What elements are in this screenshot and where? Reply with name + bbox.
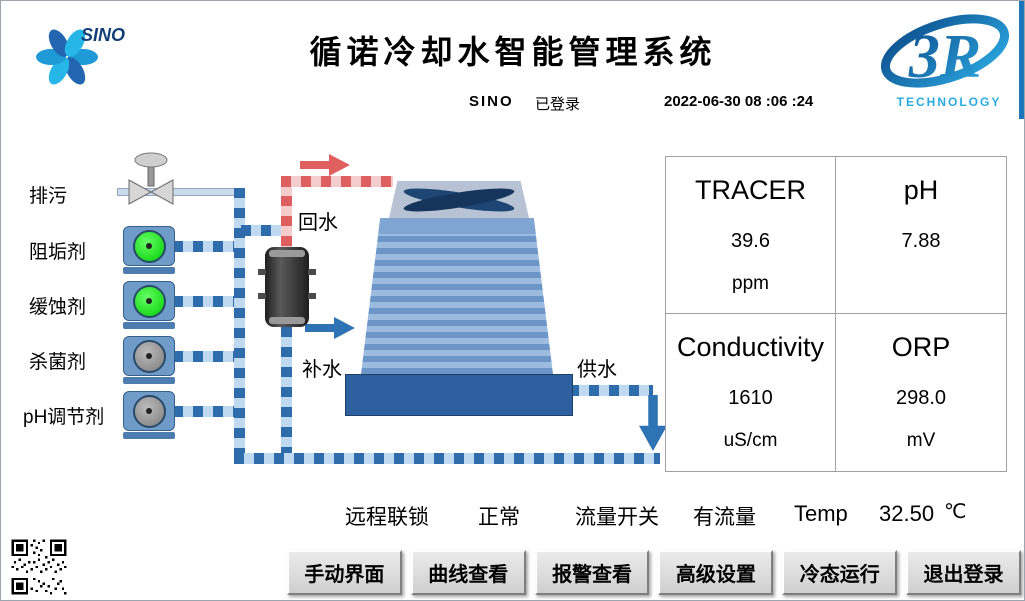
return-pipe-horizontal bbox=[281, 176, 393, 187]
dosing-main-pipe bbox=[234, 188, 245, 464]
makeup-flow-arrow-icon bbox=[305, 317, 355, 339]
flow-switch-label: 流量开关 bbox=[575, 506, 659, 529]
pump-state-lamp bbox=[132, 284, 166, 318]
param-value: 7.88 bbox=[901, 230, 941, 252]
pump-state-lamp bbox=[132, 394, 166, 428]
pump-state-lamp bbox=[132, 339, 166, 373]
cell-ph: pH 7.88 bbox=[836, 157, 1006, 314]
advanced-settings-button[interactable]: 高级设置 bbox=[658, 550, 774, 595]
logged-user: SINO bbox=[469, 93, 514, 110]
blowdown-valve[interactable] bbox=[122, 150, 180, 206]
param-name: ORP bbox=[891, 332, 951, 362]
cold-run-button[interactable]: 冷态运行 bbox=[782, 550, 898, 595]
datetime: 2022-06-30 08 :06 :24 bbox=[664, 93, 814, 110]
pump-flange bbox=[123, 322, 175, 329]
scale-inhibitor-label: 阻垢剂 bbox=[29, 242, 87, 263]
param-value: 39.6 bbox=[731, 230, 770, 252]
pump-flange bbox=[123, 377, 175, 384]
interlock-label: 远程联锁 bbox=[345, 506, 429, 529]
3r-logo-swoosh bbox=[880, 14, 1010, 88]
pump-biocide[interactable] bbox=[123, 336, 175, 384]
dosing-tee-pipe bbox=[241, 225, 286, 236]
cooling-tower-body bbox=[361, 218, 553, 374]
pump2-stub-pipe bbox=[173, 296, 234, 307]
temp-value: 32.50 bbox=[879, 501, 935, 526]
param-unit: uS/cm bbox=[723, 430, 778, 451]
data-panel: TRACER 39.6 ppm pH 7.88 Conductivity 161… bbox=[665, 156, 1007, 472]
makeup-water-label: 补水 bbox=[302, 359, 342, 381]
pump-state-lamp bbox=[132, 229, 166, 263]
sino-logo-text: SINO bbox=[81, 25, 125, 45]
header-stripe bbox=[1019, 1, 1024, 119]
pump-flange bbox=[123, 432, 175, 439]
login-status: 已登录 bbox=[535, 96, 581, 113]
curve-view-button[interactable]: 曲线查看 bbox=[410, 550, 526, 595]
filter-flange bbox=[258, 269, 266, 275]
filter-flange bbox=[308, 293, 316, 299]
pump3-stub-pipe bbox=[173, 351, 234, 362]
alarm-view-button[interactable]: 报警查看 bbox=[534, 550, 650, 595]
3r-logo-subtext: TECHNOLOGY bbox=[897, 95, 1002, 109]
flow-switch-value: 有流量 bbox=[693, 506, 756, 529]
temp-label: Temp bbox=[794, 501, 848, 526]
param-value: 298.0 bbox=[895, 387, 947, 409]
param-unit: mV bbox=[906, 430, 936, 451]
corrosion-inhibitor-label: 缓蚀剂 bbox=[29, 297, 87, 318]
cooling-tower-fan bbox=[403, 188, 515, 212]
return-flow-arrow-icon bbox=[300, 154, 350, 176]
supply-pipe bbox=[569, 385, 653, 396]
cooling-tower-top-band bbox=[361, 218, 553, 234]
pump-corrosion-inhibitor[interactable] bbox=[123, 281, 175, 329]
interlock-value: 正常 bbox=[478, 506, 520, 529]
filter-down-pipe bbox=[281, 327, 292, 454]
pump-ph-adjuster[interactable] bbox=[123, 391, 175, 439]
param-name: TRACER bbox=[694, 175, 806, 205]
bottom-loop-pipe bbox=[234, 453, 660, 464]
nav-button-row: 手动界面 曲线查看 报警查看 高级设置 冷态运行 退出登录 bbox=[287, 550, 1021, 595]
blowdown-label: 排污 bbox=[29, 186, 68, 207]
cell-tracer: TRACER 39.6 ppm bbox=[666, 157, 836, 314]
filter-flange bbox=[258, 293, 266, 299]
biocide-label: 杀菌剂 bbox=[29, 352, 87, 373]
3r-logo: 3R TECHNOLOGY bbox=[880, 14, 1010, 109]
cooling-tower-basin bbox=[345, 374, 573, 416]
filter-unit bbox=[265, 247, 309, 327]
ph-adjuster-label: pH调节剂 bbox=[23, 407, 105, 428]
pump-scale-inhibitor[interactable] bbox=[123, 226, 175, 274]
param-name: Conductivity bbox=[676, 332, 825, 362]
manual-screen-button[interactable]: 手动界面 bbox=[287, 550, 402, 595]
sino-logo: SINO bbox=[36, 25, 125, 85]
cell-orp: ORP 298.0 mV bbox=[836, 314, 1006, 471]
filter-flange bbox=[308, 269, 316, 275]
pump1-stub-pipe bbox=[173, 241, 234, 252]
param-value: 1610 bbox=[728, 387, 773, 409]
logout-button[interactable]: 退出登录 bbox=[906, 550, 1021, 595]
temp-unit: ℃ bbox=[944, 501, 967, 523]
3r-logo-text: 3R bbox=[908, 23, 981, 91]
supply-water-label: 供水 bbox=[577, 359, 617, 381]
return-water-label: 回水 bbox=[298, 212, 338, 234]
return-pipe-vertical bbox=[281, 176, 292, 252]
pump4-stub-pipe bbox=[173, 406, 234, 417]
cell-conductivity: Conductivity 1610 uS/cm bbox=[666, 314, 836, 471]
param-name: pH bbox=[903, 175, 939, 205]
qr-code bbox=[9, 537, 69, 597]
page-title: 循诺冷却水智能管理系统 bbox=[309, 34, 717, 70]
param-unit: ppm bbox=[732, 273, 769, 294]
supply-flow-arrow-icon bbox=[639, 395, 667, 451]
pump-flange bbox=[123, 267, 175, 274]
